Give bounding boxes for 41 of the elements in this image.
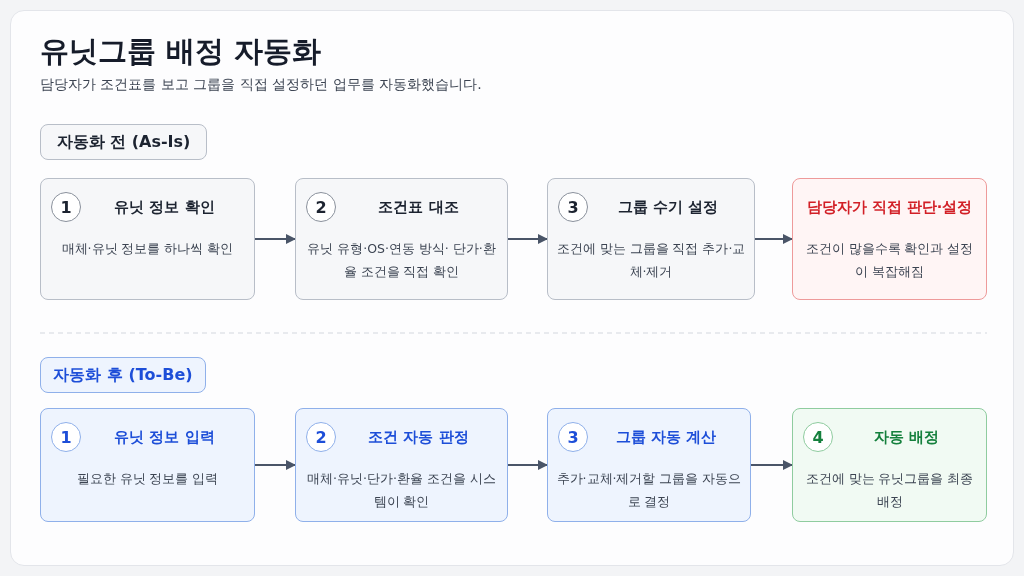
subtitle: 담당자가 조건표를 보고 그룹을 직접 설정하던 업무를 자동화했습니다. [40, 76, 482, 94]
step-title: 유닛 정보 확인 [113, 198, 216, 217]
process-card [792, 178, 987, 300]
section-tag: 자동화 전 (As-Is) [40, 124, 207, 160]
arrow [254, 460, 296, 470]
arrow [507, 460, 548, 470]
step-description: 조건에 맞는 유닛그룹을 최종 배정 [804, 470, 975, 511]
step-description: 조건이 많을수록 확인과 설정이 복잡해짐 [804, 240, 975, 281]
process-card [295, 408, 508, 522]
step-title: 조건표 대조 [377, 198, 460, 217]
process-card [792, 408, 987, 522]
step-title: 자동 배정 [872, 428, 941, 447]
step-number: 3 [558, 192, 588, 222]
step-number: 4 [803, 422, 833, 452]
step-title: 담당자가 직접 판단·설정 [805, 198, 974, 217]
step-description: 필요한 유닛 정보를 입력 [75, 470, 220, 488]
process-card [547, 178, 755, 300]
step-number: 2 [306, 422, 336, 452]
step-description: 매체·유닛 정보를 하나씩 확인 [60, 240, 235, 258]
process-card [40, 408, 255, 522]
step-number: 1 [51, 192, 81, 222]
step-title: 그룹 자동 계산 [614, 428, 718, 447]
arrow [750, 460, 793, 470]
arrow [754, 234, 793, 244]
process-card [295, 178, 508, 300]
arrow [254, 234, 296, 244]
step-number: 3 [558, 422, 588, 452]
step-description: 추가·교체·제거할 그룹을 자동으로 결정 [556, 470, 742, 511]
step-title: 유닛 정보 입력 [113, 428, 216, 447]
section-tag: 자동화 후 (To-Be) [40, 357, 206, 393]
process-card [547, 408, 751, 522]
step-description: 조건에 맞는 그룹을 직접 추가·교체·제거 [556, 240, 746, 281]
step-title: 조건 자동 판정 [367, 428, 470, 447]
step-number: 1 [51, 422, 81, 452]
title: 유닛그룹 배정 자동화 [40, 33, 322, 70]
step-number: 2 [306, 192, 336, 222]
step-description: 유닛 유형·OS·연동 방식· 단가·환율 조건을 직접 확인 [306, 240, 497, 281]
step-title: 그룹 수기 설정 [616, 198, 720, 217]
process-card [40, 178, 255, 300]
arrow [507, 234, 548, 244]
step-description: 매체·유닛·단가·환율 조건을 시스템이 확인 [306, 470, 497, 511]
